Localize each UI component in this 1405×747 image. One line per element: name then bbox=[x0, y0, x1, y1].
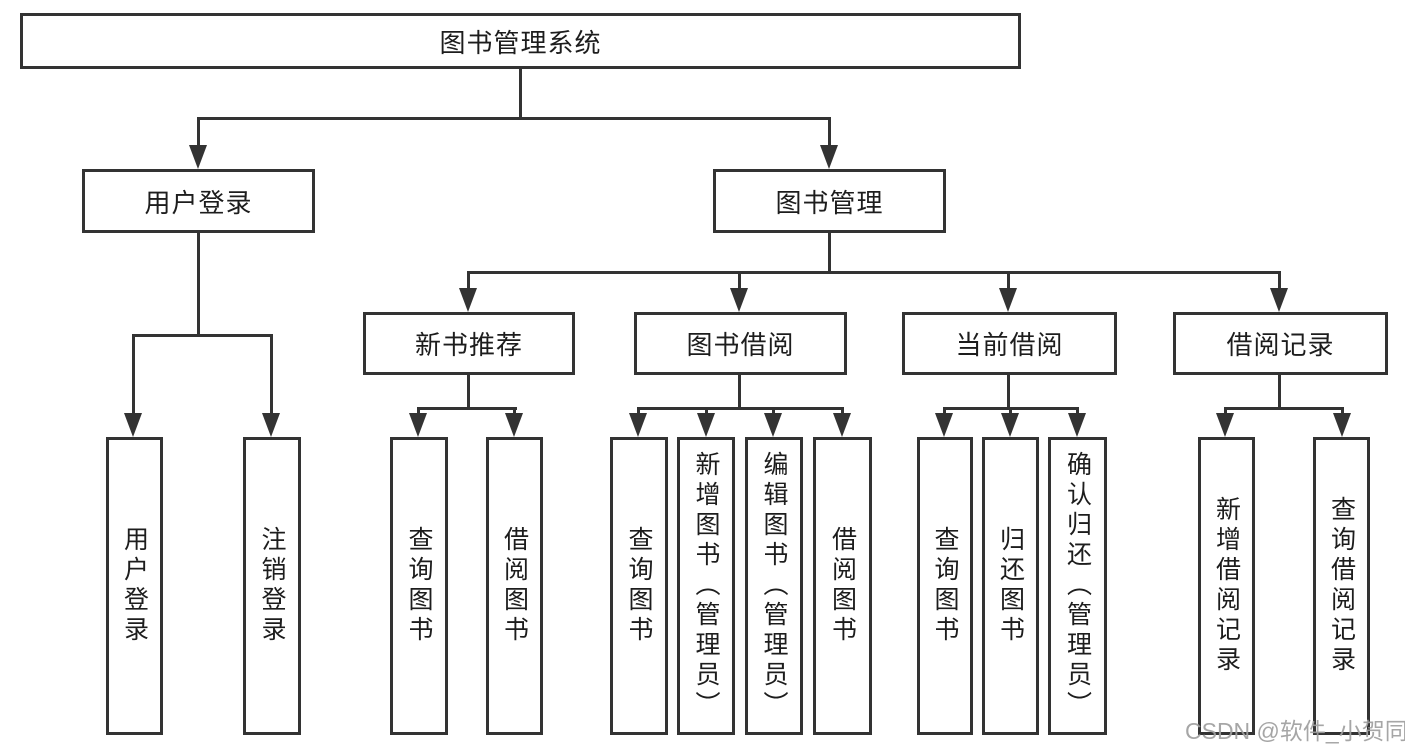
connector-line bbox=[738, 375, 741, 410]
leaf-query-borrow-record: 查询借阅记录 bbox=[1313, 437, 1370, 735]
node-label: 查询借阅记录 bbox=[1327, 496, 1356, 676]
arrow-down-icon bbox=[1333, 413, 1351, 437]
arrow-down-icon bbox=[697, 413, 715, 437]
arrow-down-icon bbox=[409, 413, 427, 437]
node-label: 图书借阅 bbox=[686, 330, 795, 360]
leaf-confirm-return-admin: 确认归还（管理员） bbox=[1048, 437, 1107, 735]
connector-line bbox=[943, 407, 946, 418]
arrow-down-icon bbox=[459, 288, 477, 312]
connector-line bbox=[841, 407, 844, 418]
node-label: 借阅图书 bbox=[828, 526, 857, 646]
node-label: 借阅图书 bbox=[500, 526, 529, 646]
node-user-login: 用户登录 bbox=[82, 169, 315, 233]
arrow-down-icon bbox=[124, 413, 142, 437]
leaf-borrow-books-2: 借阅图书 bbox=[813, 437, 872, 735]
leaf-add-borrow-record: 新增借阅记录 bbox=[1198, 437, 1255, 735]
node-label: 图书管理 bbox=[775, 187, 884, 218]
connector-line bbox=[1224, 407, 1344, 410]
connector-line bbox=[1278, 375, 1281, 410]
leaf-logout: 注销登录 bbox=[243, 437, 301, 735]
arrow-down-icon bbox=[262, 413, 280, 437]
connector-line bbox=[828, 117, 831, 150]
node-label: 新书推荐 bbox=[414, 330, 523, 360]
leaf-borrow-books-1: 借阅图书 bbox=[486, 437, 543, 735]
connector-line bbox=[1009, 407, 1012, 418]
node-label: 新增借阅记录 bbox=[1212, 496, 1241, 676]
node-label: 新增图书（管理员） bbox=[692, 451, 720, 721]
node-label: 查询图书 bbox=[405, 526, 433, 646]
arrow-down-icon bbox=[1216, 413, 1234, 437]
node-label: 借阅记录 bbox=[1226, 330, 1335, 360]
arrow-down-icon bbox=[833, 413, 851, 437]
arrow-down-icon bbox=[1001, 413, 1019, 437]
connector-line bbox=[637, 407, 844, 410]
node-root: 图书管理系统 bbox=[20, 13, 1021, 69]
connector-line bbox=[197, 117, 200, 150]
connector-line bbox=[1341, 407, 1344, 418]
arrow-down-icon bbox=[935, 413, 953, 437]
leaf-edit-book-admin: 编辑图书（管理员） bbox=[745, 437, 803, 735]
node-label: 查询图书 bbox=[625, 526, 653, 646]
node-book-borrowing: 图书借阅 bbox=[634, 312, 847, 375]
arrow-down-icon bbox=[629, 413, 647, 437]
node-current-borrowing: 当前借阅 bbox=[902, 312, 1117, 375]
node-label: 用户登录 bbox=[120, 526, 149, 646]
arrow-down-icon bbox=[730, 288, 748, 312]
connector-line bbox=[467, 375, 470, 410]
node-label: 用户登录 bbox=[144, 187, 253, 218]
leaf-add-book-admin: 新增图书（管理员） bbox=[677, 437, 735, 735]
connector-line bbox=[132, 334, 135, 418]
node-borrowing-records: 借阅记录 bbox=[1173, 312, 1388, 375]
connector-line bbox=[1076, 407, 1079, 418]
node-label: 注销登录 bbox=[258, 526, 286, 646]
connector-line bbox=[637, 407, 640, 418]
connector-line bbox=[738, 271, 741, 291]
connector-line bbox=[417, 407, 420, 418]
connector-line bbox=[1224, 407, 1227, 418]
connector-line bbox=[772, 407, 775, 418]
node-book-management: 图书管理 bbox=[713, 169, 946, 233]
node-label: 当前借阅 bbox=[955, 330, 1064, 360]
csdn-watermark: CSDN @软件_小贺同学 bbox=[1185, 718, 1405, 744]
connector-line bbox=[1278, 271, 1281, 291]
leaf-user-login: 用户登录 bbox=[106, 437, 163, 735]
connector-line bbox=[270, 334, 273, 418]
arrow-down-icon bbox=[764, 413, 782, 437]
connector-line bbox=[417, 407, 517, 410]
node-label: 图书管理系统 bbox=[439, 27, 602, 58]
connector-line bbox=[467, 271, 1281, 274]
connector-line bbox=[705, 407, 708, 418]
node-label: 查询图书 bbox=[931, 526, 959, 646]
connector-line bbox=[519, 69, 522, 117]
arrow-down-icon bbox=[1068, 413, 1086, 437]
arrow-down-icon bbox=[505, 413, 523, 437]
connector-line bbox=[513, 407, 516, 418]
connector-line bbox=[828, 233, 831, 274]
leaf-query-books-2: 查询图书 bbox=[610, 437, 668, 735]
arrow-down-icon bbox=[820, 145, 838, 169]
node-label: 编辑图书（管理员） bbox=[760, 451, 788, 721]
connector-line bbox=[197, 117, 831, 120]
arrow-down-icon bbox=[999, 288, 1017, 312]
connector-line bbox=[197, 233, 200, 337]
node-label: 归还图书 bbox=[996, 526, 1025, 646]
leaf-query-books-1: 查询图书 bbox=[390, 437, 448, 735]
node-new-book-recommend: 新书推荐 bbox=[363, 312, 575, 375]
connector-line bbox=[467, 271, 470, 291]
arrow-down-icon bbox=[189, 145, 207, 169]
connector-line bbox=[1007, 271, 1010, 291]
connector-line bbox=[1007, 375, 1010, 410]
connector-line bbox=[132, 334, 273, 337]
node-label: 确认归还（管理员） bbox=[1063, 451, 1092, 721]
leaf-return-books: 归还图书 bbox=[982, 437, 1039, 735]
arrow-down-icon bbox=[1270, 288, 1288, 312]
leaf-query-books-3: 查询图书 bbox=[917, 437, 973, 735]
